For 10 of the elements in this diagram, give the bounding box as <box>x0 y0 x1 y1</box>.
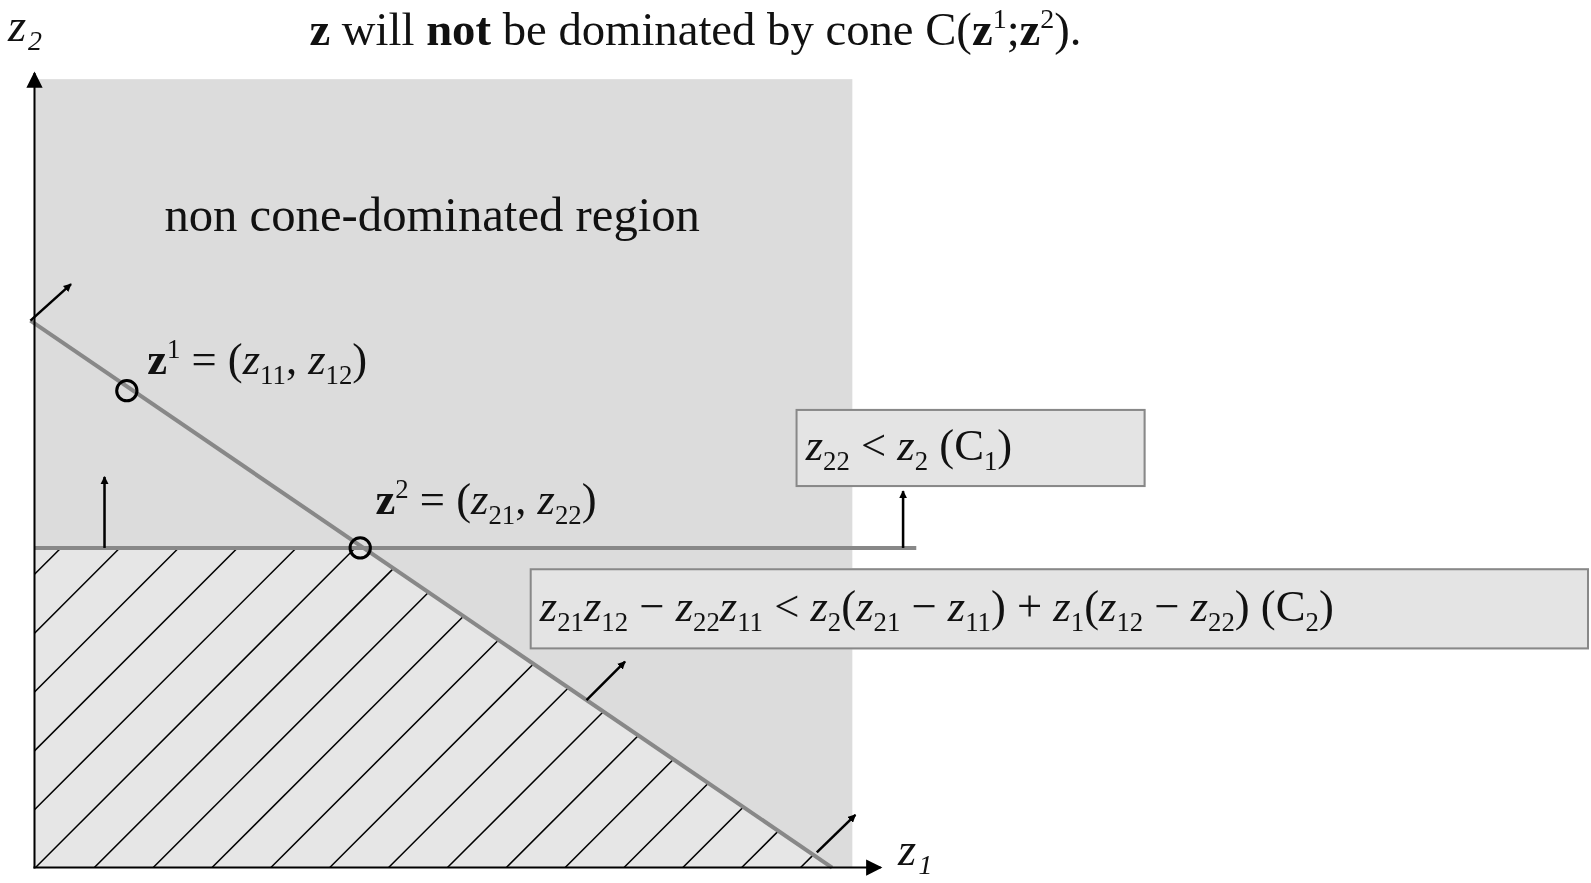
point-label: z$^{2}$ = (z$_{21}$, z$_{22}$) <box>375 474 597 531</box>
point-label: z$^{1}$ = (z$_{11}$, z$_{12}$) <box>147 334 368 391</box>
constraint-formula: z$_{21}$z$_{12}$ − z$_{22}$z$_{11}$ < z$_{2}$(z$_{21}$ − z$_{11}$) + z$_{1}$(z$_{12}$ − z$_{22}$) (C$_{2}$) <box>539 580 1334 638</box>
region-label: non cone-dominated region <box>164 188 700 243</box>
constraint-box <box>795 408 1146 488</box>
constraint-box <box>529 568 1589 650</box>
axis-label: z₂ <box>8 0 43 52</box>
title: z will not be dominated by cone C(z$^{1}$;z$^{2}$). <box>309 4 1082 56</box>
constraint-formula: z$_{22}$ < z$_{2}$ (C$_{1}$) <box>805 419 1013 477</box>
axis-label: z₁ <box>898 823 933 876</box>
